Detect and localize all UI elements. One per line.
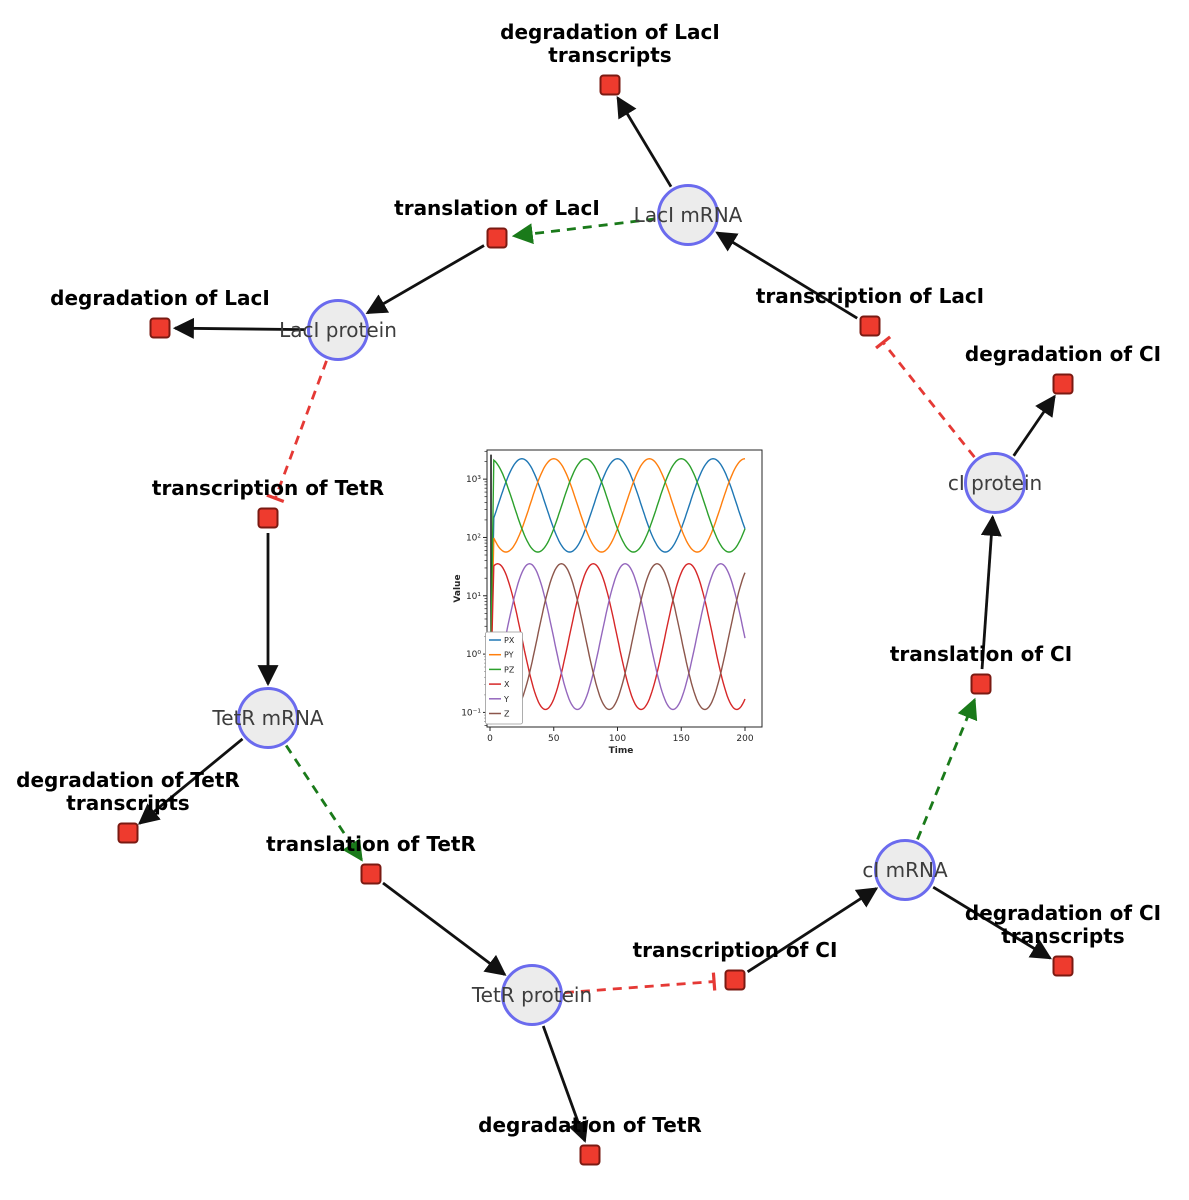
edge-ci_protein-to-transcription_laci [881, 341, 976, 459]
edge-translation_tetr-to-tetr_protein [382, 881, 507, 976]
edge-translation_ci-to-ci_protein [980, 514, 1002, 670]
edge-laci_mrna-to-deg_laci_transcripts [616, 96, 673, 188]
edge-tetr_mrna-to-translation_tetr [285, 744, 363, 862]
x-tick-label: 0 [487, 734, 493, 744]
chart-legend: PX PY PZ XYZ [485, 631, 523, 725]
legend-entry-PX: PX [504, 636, 515, 645]
legend-entry-X: X [504, 680, 510, 689]
legend-entry-Z: Z [504, 710, 510, 719]
edges-group [137, 96, 1056, 1143]
chart-x-axis-label: Time [609, 746, 634, 756]
edge-ci_protein-to-deg_ci [1012, 394, 1056, 457]
edge-translation_laci-to-laci_protein [365, 244, 485, 315]
y-tick-label: 10² [466, 533, 481, 543]
edge-transcription_laci-to-laci_mrna [715, 231, 858, 320]
x-tick-label: 50 [548, 734, 560, 744]
edge-tetr_protein-to-transcription_ci [564, 980, 715, 994]
x-tick-label: 200 [736, 734, 753, 744]
x-tick-label: 100 [609, 734, 626, 744]
edge-transcription_ci-to-ci_mrna [746, 887, 879, 974]
edge-laci_mrna-to-translation_laci [511, 217, 656, 245]
legend-entry-PZ: PZ [504, 665, 515, 674]
edge-ci_mrna-to-deg_ci_transcripts [932, 885, 1052, 960]
x-tick-label: 150 [673, 734, 690, 744]
chart-curve-X [489, 562, 746, 716]
chart-curve-PX [489, 457, 746, 716]
chart-y-axis-label: Value [453, 574, 463, 602]
chart-curve-PZ [489, 457, 746, 716]
legend-entry-PY: PY [504, 651, 514, 660]
edge-ci_mrna-to-translation_ci [916, 697, 978, 840]
edge-tetr_mrna-to-deg_tetr_transcripts [137, 737, 244, 825]
inhibition-bar-ci_protein-to-transcription_laci [875, 335, 892, 350]
chart-curve-Y [489, 562, 746, 716]
chart-curve-Z [489, 562, 746, 716]
edge-laci_protein-to-transcription_tetr [274, 360, 328, 499]
chart-plot-area [486, 449, 763, 728]
edge-tetr_protein-to-deg_tetr [541, 1025, 589, 1143]
legend-entry-Y: Y [503, 695, 509, 704]
y-tick-label: 10⁻¹ [461, 708, 481, 718]
y-tick-label: 10¹ [466, 592, 481, 602]
inhibition-bar-laci_protein-to-transcription_tetr [266, 493, 285, 503]
y-tick-label: 10³ [466, 475, 481, 485]
edge-laci_protein-to-deg_laci [172, 317, 306, 339]
inhibition-bar-tetr_protein-to-transcription_ci [711, 972, 717, 991]
y-tick-label: 10⁰ [466, 650, 481, 660]
